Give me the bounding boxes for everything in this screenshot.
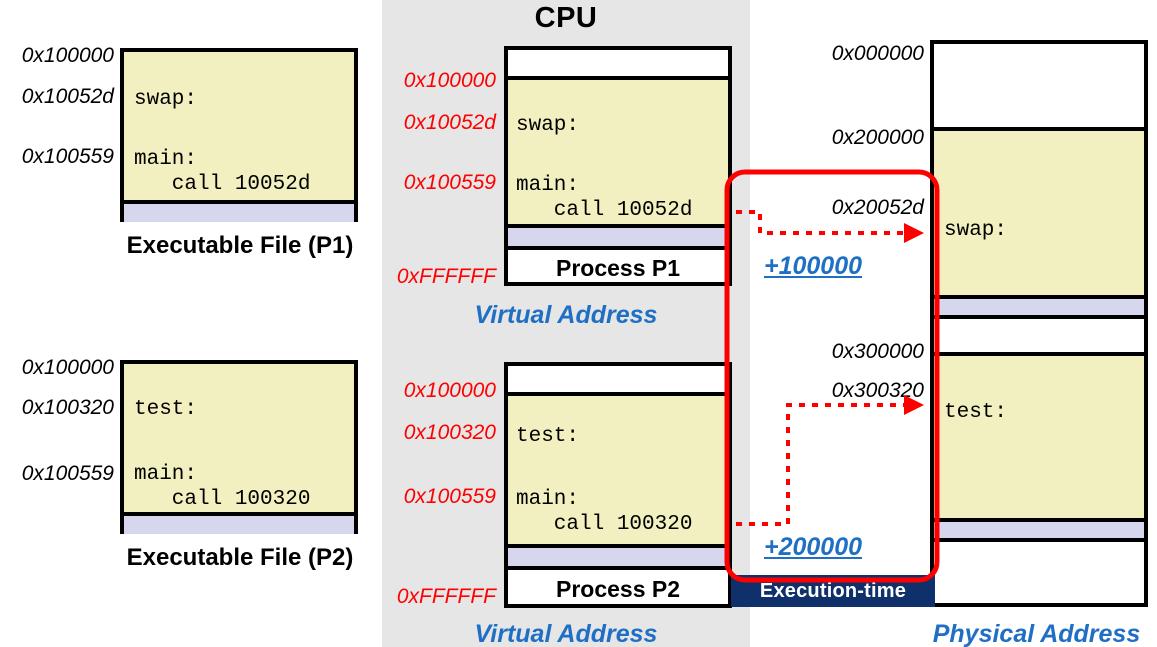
process-p1-box: Process P1 [504, 46, 732, 286]
exec2-address-2: 0x100559 [21, 462, 114, 485]
p2-data-segment [508, 544, 728, 566]
phys-address-3: 0x300000 [831, 340, 924, 363]
exec1-code-segment [124, 52, 354, 200]
p2-code-line-1: main: [516, 488, 580, 511]
p2-address-2: 0x100559 [403, 485, 496, 508]
exec1-data-segment [124, 200, 354, 222]
exec1-caption: Executable File (P1) [126, 232, 354, 259]
exec1-address-0: 0x100000 [21, 44, 114, 67]
phys-code-line-0: swap: [944, 219, 1008, 242]
p1-reserved-segment [508, 50, 728, 76]
exec1-code-line-0: swap: [134, 88, 198, 111]
p2-stack-segment: Process P2 [508, 566, 728, 604]
p1-code-line-2: call 10052d [516, 199, 693, 222]
p1-address-3: 0xFFFFFF [396, 265, 496, 288]
phys-p1-code-segment [934, 127, 1144, 295]
phys-code-line-1: test: [944, 401, 1008, 424]
exec2-address-0: 0x100000 [21, 356, 114, 379]
process-p2-box: Process P2 [504, 362, 732, 608]
physical-memory-box [930, 40, 1148, 607]
p1-code-line-1: main: [516, 174, 580, 197]
execution-time-badge: Execution-time [731, 575, 935, 607]
relocation-unit-outline [724, 169, 940, 583]
p2-translation-arrow [736, 395, 924, 526]
phys-p1-data-segment [934, 295, 1144, 315]
phys-address-4: 0x300320 [831, 379, 924, 402]
exec2-code-line-1: main: [134, 463, 198, 486]
p2-address-0: 0x100000 [403, 379, 496, 402]
executable-file-p2-box [120, 360, 358, 534]
phys-free-segment-mid [934, 315, 1144, 352]
p1-address-2: 0x100559 [403, 171, 496, 194]
relocation-offset-p1: +100000 [764, 252, 863, 280]
phys-free-segment-top [934, 44, 1144, 127]
phys-p2-data-segment [934, 518, 1144, 538]
exec2-caption: Executable File (P2) [126, 544, 354, 571]
physical-address-label: Physical Address [932, 620, 1141, 647]
p2-virtual-address-label: Virtual Address [474, 620, 658, 647]
p1-code-line-0: swap: [516, 114, 580, 137]
exec2-code-line-2: call 100320 [134, 488, 311, 511]
process-p1-label: Process P1 [555, 255, 681, 281]
exec1-code-line-2: call 10052d [134, 173, 311, 196]
executable-file-p1-box [120, 48, 358, 222]
p2-address-1: 0x100320 [403, 421, 496, 444]
phys-address-1: 0x200000 [831, 126, 924, 149]
p2-address-3: 0xFFFFFF [396, 585, 496, 608]
phys-address-2: 0x20052d [831, 196, 924, 219]
exec1-address-1: 0x10052d [21, 85, 114, 108]
p1-address-0: 0x100000 [403, 69, 496, 92]
phys-p2-code-segment [934, 352, 1144, 518]
p2-code-segment [508, 392, 728, 544]
exec2-code-segment [124, 364, 354, 512]
exec2-code-line-0: test: [134, 398, 198, 421]
cpu-title: CPU [534, 2, 598, 34]
p1-address-1: 0x10052d [403, 111, 496, 134]
phys-address-0: 0x000000 [831, 42, 924, 65]
p2-code-line-0: test: [516, 425, 580, 448]
exec2-address-1: 0x100320 [21, 396, 114, 419]
relocation-offset-p2: +200000 [764, 533, 863, 561]
p2-reserved-segment [508, 366, 728, 392]
p1-code-segment [508, 76, 728, 224]
exec2-data-segment [124, 512, 354, 534]
phys-free-segment-bottom [934, 538, 1144, 603]
process-p2-label: Process P2 [555, 576, 681, 602]
p1-virtual-address-label: Virtual Address [474, 301, 658, 329]
p2-code-line-2: call 100320 [516, 513, 693, 536]
p1-stack-segment: Process P1 [508, 246, 728, 282]
exec1-address-2: 0x100559 [21, 145, 114, 168]
exec1-code-line-1: main: [134, 148, 198, 171]
p1-data-segment [508, 224, 728, 246]
